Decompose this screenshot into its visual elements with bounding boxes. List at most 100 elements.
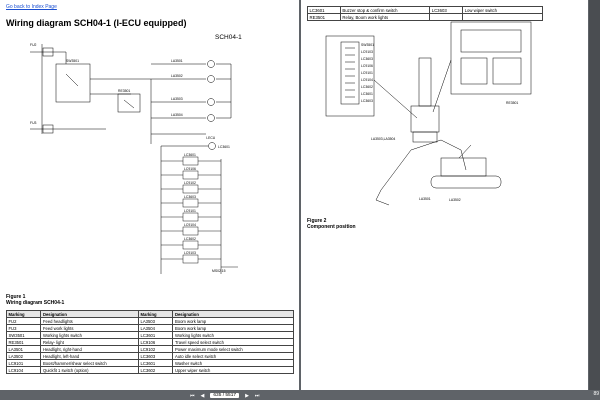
figure-2-caption: Component position [307, 224, 356, 230]
label-lc9101: LC9101 [184, 209, 196, 213]
label-la3501: LA3501 [171, 59, 183, 63]
cell: LA3503 [138, 317, 174, 325]
scroll-gutter[interactable] [589, 0, 600, 390]
callout-lc9101: LC9101 [361, 71, 373, 75]
cell: SW3501 [5, 331, 42, 339]
figure-2-number: Figure 2 [307, 218, 327, 224]
component-position-drawing: SW3501 LC9103 LC3603 LC9106 LC9101 LC910… [325, 21, 532, 206]
label-lc3602: LC3602 [184, 237, 196, 241]
callout-lc9104: LC9104 [361, 78, 373, 82]
cell: Relay- light [40, 338, 140, 346]
cell: LC3603 [138, 352, 174, 360]
left-page: Go back to Index Page Wiring diagram SCH… [0, 0, 299, 390]
right-page: LC3601 Buzzer stop & confirm switch LC36… [301, 0, 588, 390]
next-page-button[interactable]: ▶ [245, 392, 249, 399]
cell: Boom work lamp [172, 324, 294, 332]
cell: LC3601 [138, 331, 174, 339]
first-page-button[interactable]: ⏮ [190, 392, 195, 399]
table-header-row: Marking Designation Marking Designation [5, 310, 294, 318]
cell: Auto idle select switch [172, 352, 294, 360]
cell: Headlight, right-hand [40, 345, 140, 353]
edge-page-number: 89 [593, 391, 599, 397]
cell: Feed work lights [40, 324, 140, 332]
callout-lc3601: LC3601 [361, 92, 373, 96]
callout-lc9106: LC9106 [361, 64, 373, 68]
schematic-id: SCH04-1 [215, 34, 242, 41]
cell: Boost/hammer/shear select switch [40, 359, 140, 367]
label-fu3: FU3 [30, 121, 37, 125]
label-fu2: FU2 [30, 43, 37, 47]
cell: Headlight, left-hand [40, 352, 140, 360]
header-marking: Marking [5, 310, 42, 318]
callout-lc3603: LC3603 [361, 99, 373, 103]
last-page-button[interactable]: ⏭ [254, 392, 260, 399]
cell: LC9106 [138, 338, 174, 346]
callout-la3501: LA3501 [419, 197, 431, 201]
callout-la3503-la3504: LA3503,LA3504 [371, 137, 395, 141]
cell: FU3 [5, 324, 42, 332]
component-table: Marking Designation Marking Designation … [5, 310, 294, 374]
cell: Relay, Boom work lights [339, 13, 431, 21]
callout-lc3603-top: LC3603 [361, 57, 373, 61]
cell [462, 13, 543, 21]
figure-1-caption: Wiring diagram SCH04-1 [6, 300, 65, 306]
label-la3503: LA3503 [171, 97, 183, 101]
cell: LC9101 [5, 359, 42, 367]
label-lc3603: LC3603 [184, 195, 196, 199]
cell: LC9102 [138, 345, 174, 353]
header-designation-2: Designation [172, 310, 294, 318]
cell: Washer switch [172, 359, 294, 367]
label-la3502: LA3502 [171, 74, 183, 78]
label-lc9103: LC9103 [184, 251, 196, 255]
page-number-field[interactable]: 635 / 5517 [210, 393, 240, 398]
label-re3501: RE3501 [118, 89, 130, 93]
header-designation: Designation [40, 310, 140, 318]
label-i-ecu: I-ECU [206, 136, 216, 140]
callout-la3502: LA3502 [449, 198, 461, 202]
label-ms0215: MS02.15 [212, 269, 226, 273]
cell: LC3602 [138, 366, 174, 374]
callout-lc9103: LC9103 [361, 50, 373, 54]
label-sw3501: SW3501 [66, 59, 79, 63]
callout-re3501: RE3501 [506, 101, 518, 105]
cell: Upper wiper switch [172, 366, 294, 374]
cell: LC3601 [138, 359, 174, 367]
cell: Travel speed select switch [172, 338, 294, 346]
cell: RE3501 [5, 338, 42, 346]
label-lc9104: LC9104 [184, 223, 196, 227]
header-marking-2: Marking [138, 310, 174, 318]
back-to-index-link[interactable]: Go back to Index Page [6, 4, 57, 10]
label-la3504: LA3504 [171, 113, 183, 117]
label-lc3601: LC3601 [184, 153, 196, 157]
label-lc9102: LC9102 [184, 181, 196, 185]
cell: LA3504 [138, 324, 174, 332]
cell: Quickfit 1 switch (option) [40, 366, 140, 374]
viewer-toolbar: ⏮ ◀ 635 / 5517 ▶ ⏭ [190, 391, 259, 400]
label-lc9106: LC9106 [184, 167, 196, 171]
figure-1-number: Figure 1 [6, 294, 26, 300]
page-title: Wiring diagram SCH04-1 (I-ECU equipped) [6, 18, 187, 28]
wiring-schematic: FU2 FU3 SW3501 RE3501 LA3501 LA3502 LA35… [30, 43, 238, 274]
callout-sw3501: SW3501 [361, 43, 374, 47]
continued-table: LC3601 Buzzer stop & confirm switch LC36… [307, 6, 543, 21]
cell: Boom work lamp [172, 317, 294, 325]
cell: LA3502 [5, 352, 42, 360]
label-lc3601-ecu: LC3601 [218, 145, 230, 149]
cell: LC9104 [5, 366, 42, 374]
callout-lc3602: LC3602 [361, 85, 373, 89]
cell: Working lights switch [172, 331, 294, 339]
cell: FU2 [5, 317, 42, 325]
prev-page-button[interactable]: ◀ [200, 392, 205, 399]
cell: LA3501 [5, 345, 42, 353]
table-row: RE3501 Relay, Boom work lights [307, 13, 543, 21]
cell: Power maximum mode select switch [172, 345, 294, 353]
cell: Working lights switch [40, 331, 140, 339]
